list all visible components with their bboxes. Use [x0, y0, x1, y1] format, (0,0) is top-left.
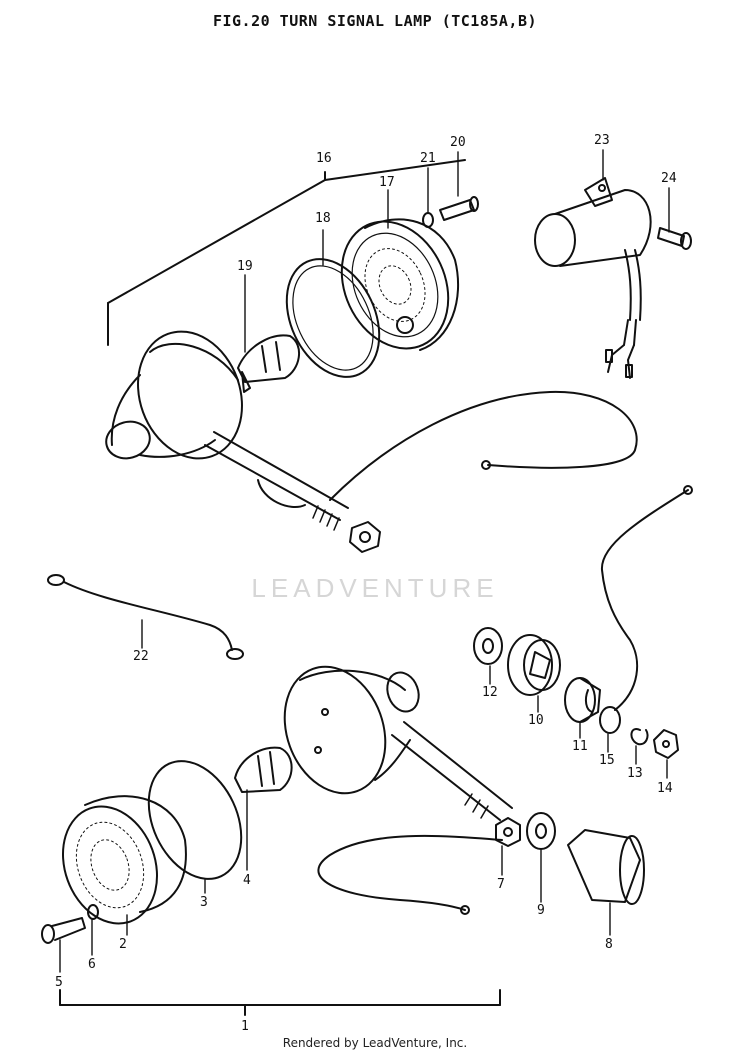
label-10: 10 [528, 713, 544, 728]
watermark: LEADVENTURE [251, 573, 499, 603]
label-12: 12 [482, 685, 498, 700]
label-17: 17 [379, 175, 395, 190]
lower-housing-thread [464, 793, 489, 819]
o-ring-3 [147, 760, 243, 880]
label-4: 4 [243, 873, 251, 888]
label-23: 23 [594, 133, 610, 148]
label-2: 2 [119, 937, 127, 952]
washer-12 [473, 627, 503, 665]
label-11: 11 [572, 739, 588, 754]
screw-20 [439, 196, 479, 221]
lower-long-wire [600, 489, 689, 711]
lower-lamp-housing [283, 665, 513, 821]
figure-title: FIG.20 TURN SIGNAL LAMP (TC185A,B) [212, 12, 538, 30]
leader-lines [59, 149, 670, 973]
label-20: 20 [450, 135, 466, 150]
label-19: 19 [237, 259, 253, 274]
bulb-19 [237, 334, 300, 393]
o-ring-18-inner [292, 265, 374, 371]
grommet-11 [564, 677, 601, 723]
label-18: 18 [315, 211, 331, 226]
screw-5 [41, 917, 86, 944]
label-15: 15 [599, 753, 615, 768]
nut-14 [653, 729, 679, 759]
lower-short-wire [317, 834, 503, 911]
o-ring-18 [285, 258, 381, 378]
lens-2 [61, 795, 187, 925]
label-7: 7 [497, 877, 505, 892]
label-3: 3 [200, 895, 208, 910]
lock-washer-13 [630, 728, 649, 746]
label-16: 16 [316, 151, 332, 166]
label-13: 13 [627, 766, 643, 781]
bracket-1 [59, 989, 501, 1016]
bulb-4 [234, 746, 293, 793]
label-9: 9 [537, 903, 545, 918]
lens-17 [340, 218, 460, 351]
label-24: 24 [661, 171, 677, 186]
washer-21 [422, 212, 434, 228]
footer-credit: Rendered by LeadVenture, Inc. [282, 1036, 468, 1050]
screw-24 [657, 227, 692, 250]
upper-lamp-housing [105, 330, 638, 531]
cap-8 [567, 829, 645, 905]
label-22: 22 [133, 649, 149, 664]
grommet-10 [507, 634, 561, 696]
upper-nut [349, 521, 381, 553]
bracket-16 [107, 159, 466, 346]
label-8: 8 [605, 937, 613, 952]
flasher-relay-23 [534, 177, 652, 379]
washer-6 [87, 904, 99, 920]
label-21: 21 [420, 151, 436, 166]
housing-thread [312, 505, 340, 531]
label-14: 14 [657, 781, 673, 796]
part-labels: 1 2 3 4 5 6 7 8 9 10 11 12 13 14 15 16 1… [55, 133, 677, 1034]
label-1: 1 [241, 1019, 249, 1034]
wire-22 [47, 574, 244, 660]
washer-15 [599, 706, 621, 734]
label-6: 6 [88, 957, 96, 972]
nut-7 [495, 817, 521, 847]
label-5: 5 [55, 975, 63, 990]
washer-9 [526, 812, 556, 850]
